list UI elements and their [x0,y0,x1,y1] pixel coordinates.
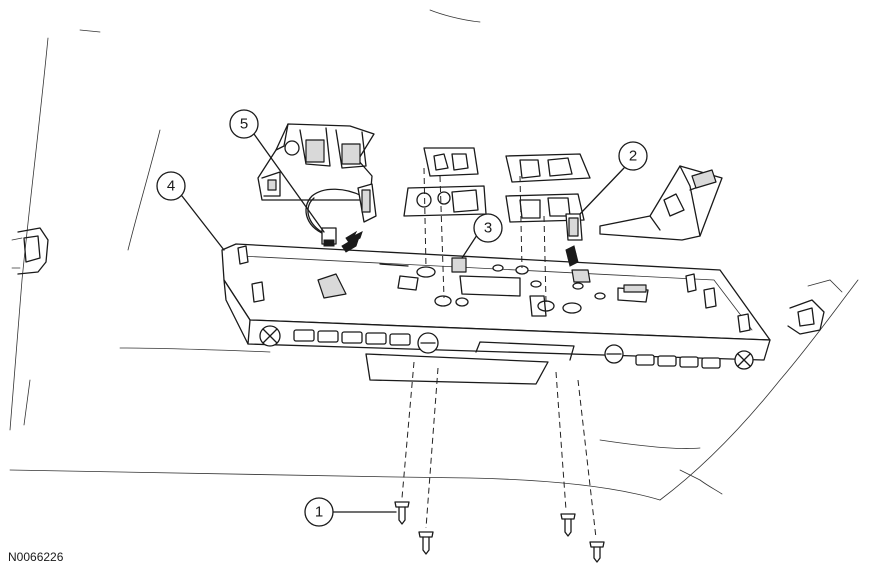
callout-4-label: 4 [167,178,175,195]
overhead-console [221,243,771,385]
callout-2: 2 [618,141,648,171]
right-trim-clip [787,279,843,335]
callout-1-label: 1 [315,504,323,521]
screw-icon [394,501,410,525]
disconnect-arrows [341,230,579,267]
figure-id: N0066226 [8,550,64,564]
callout-5: 5 [229,109,259,139]
callout-3-label: 3 [484,220,492,237]
callout-4: 4 [156,171,186,201]
screw-icon [560,513,576,537]
headliner-outline [9,9,859,501]
callout-1: 1 [304,497,334,527]
screw-alignment-lines [401,167,597,539]
roof-bracket-left [257,123,375,201]
electrical-connector [565,213,583,241]
screw-icon [418,531,434,555]
roof-bracket-right [505,153,591,223]
screw-icon [589,541,605,563]
left-trim-clip [11,227,49,275]
callout-leaders [181,133,625,513]
callout-3: 3 [473,213,503,243]
callout-2-label: 2 [629,148,637,165]
callout-5-label: 5 [240,116,248,133]
roof-bracket-far-right [599,165,723,241]
retaining-screws [394,501,605,563]
wiring-harness [305,183,377,247]
roof-bracket-center [403,147,487,217]
